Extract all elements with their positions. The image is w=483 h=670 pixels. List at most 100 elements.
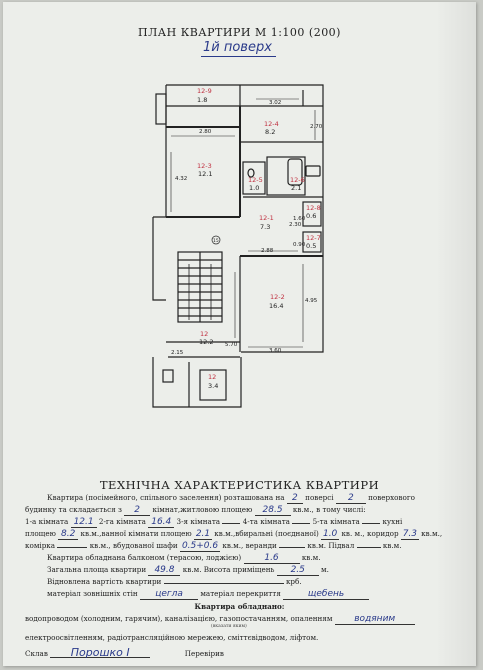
spec-line-12: електроосвітленням, радіотрансляційною м…	[25, 632, 455, 643]
label: Квартира обладнана балконом (терасою, ло…	[47, 553, 242, 562]
label: матеріал зовнішніх стін	[47, 589, 138, 598]
label: кв.м.	[301, 553, 321, 562]
toilet	[247, 168, 255, 178]
label: матеріал перекриття	[200, 589, 281, 598]
label: Квартира (посімейного, спільного заселен…	[47, 493, 285, 502]
ceiling-material-value: щебень	[283, 590, 370, 600]
room2-area-value: 16.4	[148, 518, 175, 528]
spec-line-8: Відновлена вартість квартири крб.	[47, 576, 476, 587]
dimension-label: 2.30	[289, 222, 302, 228]
storage-room	[199, 369, 227, 401]
room-area: 7.3	[260, 223, 270, 231]
label: кв.м., вбудованої шафи	[89, 541, 178, 550]
dimension-label: 3.02	[269, 100, 281, 106]
room-area: 0.6	[306, 212, 316, 220]
room-number: 12-1	[259, 214, 274, 222]
spec-line-3: 1-а кімната 12.1 2-га кімната 16.4 3-я к…	[25, 516, 455, 528]
label: 2-га кімната	[98, 517, 146, 526]
spec-line-10: Квартира обладнано:	[3, 601, 476, 612]
rooms-count-value: 2	[124, 506, 151, 516]
label: кухні	[382, 517, 403, 526]
room-area: 3.4	[208, 382, 218, 390]
room-number: 12-3	[197, 162, 212, 170]
dimension-label: 2.15	[171, 350, 184, 356]
label: Квартира обладнано:	[194, 602, 285, 611]
room-number: 12-9	[197, 87, 212, 95]
label: 4-та кімната	[242, 517, 290, 526]
room-number: 12	[208, 373, 216, 381]
scan-shadow	[436, 2, 476, 666]
room-area: 1.0	[249, 184, 259, 192]
bathtub	[287, 158, 303, 186]
room-number: 12-2	[270, 293, 285, 301]
total-floors-value: 2	[335, 494, 366, 504]
dimension-label: 1.60	[293, 216, 306, 222]
hint-label: (вказати яким)	[211, 624, 247, 629]
floor-handwritten-note: 1й поверх	[201, 40, 276, 57]
label: кв.м. Підвал	[307, 541, 355, 550]
label: будинку та складається з	[25, 505, 122, 514]
compiler-signature: Порошко І	[50, 647, 151, 658]
room-number: 12-8	[306, 204, 321, 212]
balcony-area-value: 1.6	[243, 554, 300, 564]
label: площею	[25, 529, 56, 538]
label: водопроводом (холодним, гарячим), каналі…	[25, 614, 333, 623]
room-area: 16.4	[269, 302, 283, 310]
bath-area-value: 2.1	[193, 529, 212, 540]
room-number: 12	[200, 330, 208, 338]
label: кв.м.,	[421, 529, 443, 538]
label: комірка	[25, 541, 56, 550]
label: електроосвітленням, радіотрансляційною м…	[25, 633, 319, 642]
sink	[305, 165, 321, 177]
section-title: ТЕХНІЧНА ХАРАКТЕРИСТИКА КВАРТИРИ	[99, 478, 380, 492]
label: поверсі	[305, 493, 334, 502]
closet-area-value: 0.5+0.6	[180, 541, 221, 552]
room-number: 12-5	[248, 176, 263, 184]
corridor-area-value: 7.3	[400, 529, 419, 540]
label: 5-та кімната	[312, 517, 360, 526]
room-area: 12.2	[199, 338, 213, 346]
label: м.	[321, 565, 329, 574]
room-number: 12-7	[306, 234, 321, 242]
wall-material-value: цегла	[140, 590, 199, 600]
wc-area-value: 1.0	[321, 529, 340, 540]
label: кімнат,житловою площею	[152, 505, 253, 514]
dimension-label: 0.90	[293, 242, 306, 248]
living-area-value: 28.5	[254, 506, 291, 516]
label: кв.м., веранди	[222, 541, 277, 550]
room-area: 0.5	[306, 242, 316, 250]
dimension-label: 4.95	[305, 298, 318, 304]
label: кв.м., в тому числі:	[292, 505, 366, 514]
circle-mark: 15	[213, 238, 219, 244]
label: 3-я кімната	[176, 517, 221, 526]
spec-line-13: Склав Порошко І Перевірив	[25, 647, 455, 659]
spec-line-5: комірка кв.м., вбудованої шафи 0.5+0.6 к…	[25, 540, 455, 552]
floor-plan: 12-9 12-4 12-3 12-5 12-6 12-1 12-7 12-8 …	[152, 84, 324, 408]
label: кв.м.,вбиральні (поєднаної)	[214, 529, 319, 538]
label: Перевірив	[184, 649, 224, 658]
ceiling-height-value: 2.5	[276, 566, 319, 576]
room1-area-value: 12.1	[70, 518, 97, 528]
spec-line-1: Квартира (посімейного, спільного заселен…	[47, 492, 476, 504]
room-number: 12-4	[264, 120, 279, 128]
kitchen-area-value: 8.2	[58, 530, 79, 540]
label: поверхового	[368, 493, 415, 502]
floor-value: 2	[286, 494, 303, 504]
spec-line-11: водопроводом (холодним, гарячим), каналі…	[25, 613, 455, 625]
dimension-label: 2.80	[199, 129, 212, 135]
room-number: 12-6	[290, 176, 305, 184]
dimension-label: 2.88	[261, 248, 274, 254]
spec-line-4: площею 8.2 кв.м.,ванної кімнати площею 2…	[25, 528, 455, 540]
label: кв. м., коридор	[341, 529, 399, 538]
window-left	[155, 93, 167, 125]
plan-title: ПЛАН КВАРТИРИ М 1:100 (200)	[138, 26, 341, 39]
dimension-label: 5.70	[225, 342, 238, 348]
dimension-label: 4.32	[175, 176, 187, 182]
spec-line-6: Квартира обладнана балконом (терасою, ло…	[47, 552, 476, 564]
label: Загальна площа квартири	[47, 565, 147, 574]
dimension-label: 2.70	[310, 124, 323, 130]
document-sheet: ПЛАН КВАРТИРИ М 1:100 (200) 1й поверх	[3, 2, 476, 666]
label: Відновлена вартість квартири	[47, 577, 162, 586]
spec-line-9: матеріал зовнішніх стін цегла матеріал п…	[47, 588, 476, 600]
bath-room	[266, 156, 306, 196]
